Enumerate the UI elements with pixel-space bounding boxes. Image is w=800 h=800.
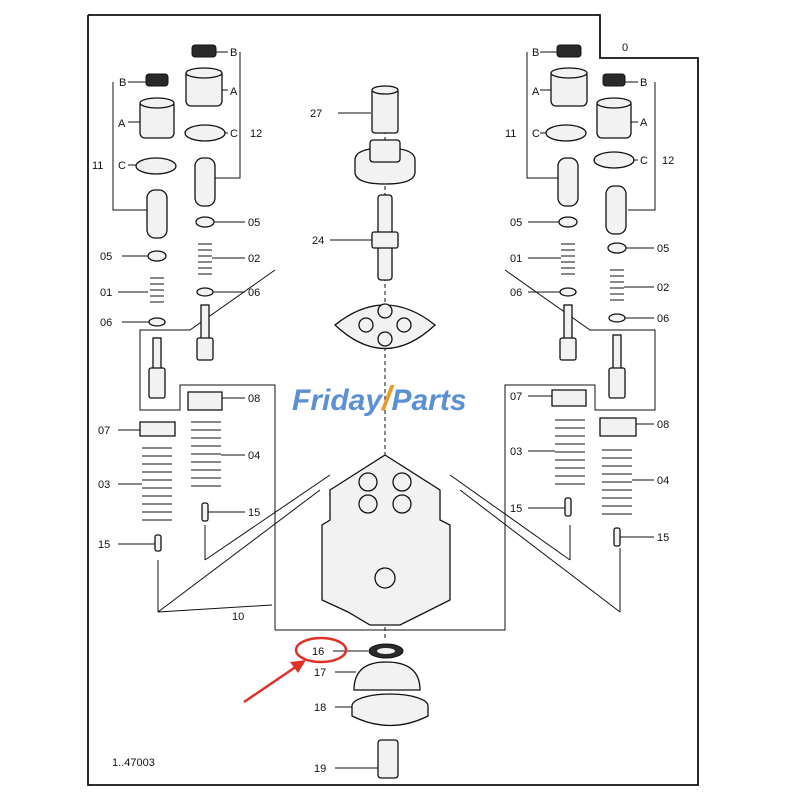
lbl-05-r-inner: 05 [510,217,522,229]
lbl-06: 06 [100,317,112,329]
lbl-b-inner: B [230,47,237,59]
lbl-01: 01 [100,287,112,299]
cover-17-icon [353,661,421,691]
washer-icon [147,250,167,262]
lbl-a-r: A [640,117,648,129]
lbl-27: 27 [310,108,322,120]
lbl-c-r: C [640,155,648,167]
lbl-04-r: 04 [657,475,669,487]
lbl-11: 11 [92,160,103,172]
valve-body-frame [139,269,276,612]
lbl-18: 18 [314,702,326,714]
watermark: Friday/Parts [292,380,467,418]
arrow-head-icon [290,660,306,673]
lbl-15-inner: 15 [248,507,260,519]
lbl-11-r: 11 [505,128,516,140]
ring-06-icon [148,317,166,327]
lbl-15-r: 15 [657,532,669,544]
lbl-05-inner: 05 [248,217,260,229]
lbl-17: 17 [314,667,326,679]
cap-b-icon [145,73,169,87]
lbl-02: 02 [248,253,260,265]
lbl-b-r: B [640,77,647,89]
plate-icon [334,304,436,350]
center-stack: 27 24 16 17 18 19 [310,85,451,779]
pin-15-icon [154,534,162,552]
lbl-15-r-inner: 15 [510,503,522,515]
lbl-c: C [118,160,126,172]
lbl-12: 12 [250,128,262,140]
lbl-06-r-inner: 06 [510,287,522,299]
lbl-a: A [118,118,126,130]
lbl-08-r: 08 [657,419,669,431]
drawing-number: 1..47003 [112,757,155,769]
lbl-c-inner: C [230,128,238,140]
lbl-08: 08 [248,393,260,405]
highlight-arrow [243,662,301,704]
body-ref-label: 10 [232,611,244,623]
assembly-frame [87,14,699,786]
valve-body-frame-right [275,269,656,631]
lbl-12-r: 12 [662,155,674,167]
body-leader [157,604,273,613]
lbl-19: 19 [314,763,326,775]
lbl-c-r-inner: C [532,128,540,140]
spring-01-icon [150,277,164,303]
lbl-03: 03 [98,479,110,491]
plunger-icon [146,189,168,239]
spring-03-icon [142,447,172,521]
lbl-04: 04 [248,450,260,462]
lbl-06-r: 06 [657,313,669,325]
lbl-03-r: 03 [510,446,522,458]
lbl-b-r-inner: B [532,47,539,59]
left-outer-stack: B A C 11 05 01 06 07 03 15 [92,73,177,552]
oring-c-icon [135,157,177,175]
highlight-circle [294,636,348,664]
lbl-05-r: 05 [657,243,669,255]
lbl-16: 16 [312,646,324,658]
lbl-07-r: 07 [510,391,522,403]
left-inner-stack: B A C 12 05 02 06 08 04 15 [184,44,262,522]
valve-body-icon [321,454,451,626]
screw-19-icon [377,739,399,779]
watermark-part2: Parts [391,384,466,417]
nut-07-icon [139,421,176,437]
lbl-01-r: 01 [510,253,522,265]
lbl-a-inner: A [230,86,238,98]
lbl-07: 07 [98,425,110,437]
lbl-b: B [119,77,126,89]
right-outer-stack: B A C 12 05 02 06 08 04 15 [593,73,674,547]
plug-27-icon [371,87,399,134]
assembly-ref-label: 0 [622,42,628,54]
lbl-05: 05 [100,251,112,263]
watermark-part1: Friday [292,384,383,417]
right-inner-stack: B A C 11 05 01 06 07 03 15 [505,44,588,517]
lbl-02-r: 02 [657,282,669,294]
lbl-a-r-inner: A [532,86,540,98]
lbl-15: 15 [98,539,110,551]
lbl-24: 24 [312,235,324,247]
lbl-06-inner: 06 [248,287,260,299]
